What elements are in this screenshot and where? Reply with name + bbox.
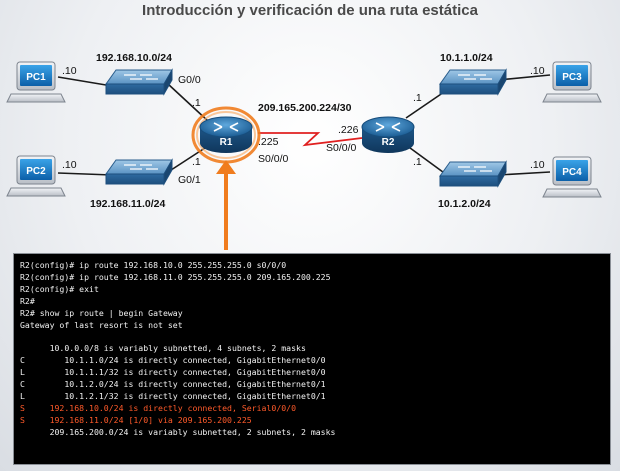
router-r2-label: R2 [382,137,395,148]
pc2-address: .10 [62,159,77,171]
r1-s000-label: S0/0/0 [258,153,289,165]
r1-g00-address: .1 [192,97,201,109]
cli-line: S 192.168.10.0/24 is directly connected,… [20,402,297,413]
pc4-label: PC4 [562,167,582,178]
link-pc2-sw2 [57,172,113,176]
cli-line: R2# show ip route | begin Gateway [20,307,183,318]
network-lan1-label: 192.168.10.0/24 [96,52,172,64]
pc1-address: .10 [62,65,77,77]
link-r2-sw3 [405,89,448,119]
pc1-label: PC1 [26,72,46,83]
cli-line: L 10.1.1.1/32 is directly connected, Gig… [20,367,326,378]
cli-line: R2(config)# exit [20,283,99,294]
cli-line: L 10.1.2.1/32 is directly connected, Gig… [20,390,326,401]
callout-arrow [216,160,236,250]
cli-line: R2(config)# ip route 192.168.10.0 255.25… [20,260,287,270]
cli-line: 10.0.0.0/8 is variably subnetted, 4 subn… [20,343,306,354]
r1-g01-address: .1 [192,156,201,168]
pc4-address: .10 [530,159,545,171]
cli-terminal: R2(config)# ip route 192.168.10.0 255.25… [13,253,611,465]
cli-line: R2# [20,295,35,306]
link-pc1-sw1 [57,76,113,87]
router-r1-label: R1 [220,137,233,148]
pc1-icon[interactable]: PC1 [6,61,66,103]
cli-line: C 10.1.1.0/24 is directly connected, Gig… [20,355,326,366]
pc3-icon[interactable]: PC3 [542,61,602,103]
r1-g00-label: G0/0 [178,74,201,86]
switch-lan4-icon[interactable] [439,160,507,188]
pc2-icon[interactable]: PC2 [6,155,66,197]
link-sw3-pc3 [497,74,551,81]
switch-lan2-icon[interactable] [105,158,173,186]
link-sw2-r1 [167,145,209,173]
r1-g01-label: G0/1 [178,174,201,186]
network-lan4-label: 10.1.2.0/24 [438,198,491,210]
network-wan-label: 209.165.200.224/30 [258,102,352,114]
links [57,74,551,176]
pc2-label: PC2 [26,166,46,177]
cli-line: C 10.1.2.0/24 is directly connected, Gig… [20,379,326,390]
link-sw1-r1 [167,83,209,122]
network-lan3-label: 10.1.1.0/24 [440,52,493,64]
cli-line [20,331,604,343]
cli-output: R2(config)# ip route 192.168.10.0 255.25… [20,260,604,439]
pc4-icon[interactable]: PC4 [542,156,602,198]
switch-lan1-icon[interactable] [105,68,173,96]
cli-line: S 192.168.11.0/24 [1/0] via 209.165.200.… [20,414,252,425]
r2-lan4-address: .1 [413,156,422,168]
link-r2-sw4 [405,144,448,176]
cli-line: R2(config)# ip route 192.168.11.0 255.25… [20,271,331,282]
r2-lan3-address: .1 [413,92,422,104]
r2-s000-label: S0/0/0 [326,142,357,154]
cli-line: 209.165.200.0/24 is variably subnetted, … [20,426,336,437]
cli-line: Gateway of last resort is not set [20,319,183,330]
serial-link-r1-r2 [258,132,363,147]
router-r2-icon[interactable]: R2 [361,116,415,153]
diagram-title: Introducción y verificación de una ruta … [142,2,479,19]
pc3-label: PC3 [562,72,582,83]
r2-s000-address: .226 [338,124,359,136]
network-lan2-label: 192.168.11.0/24 [90,198,165,210]
link-sw4-pc4 [497,171,551,176]
router-r1-icon[interactable]: R1 [191,106,261,164]
r1-s000-address: .225 [258,136,279,148]
switch-lan3-icon[interactable] [439,68,507,96]
pc3-address: .10 [530,65,545,77]
